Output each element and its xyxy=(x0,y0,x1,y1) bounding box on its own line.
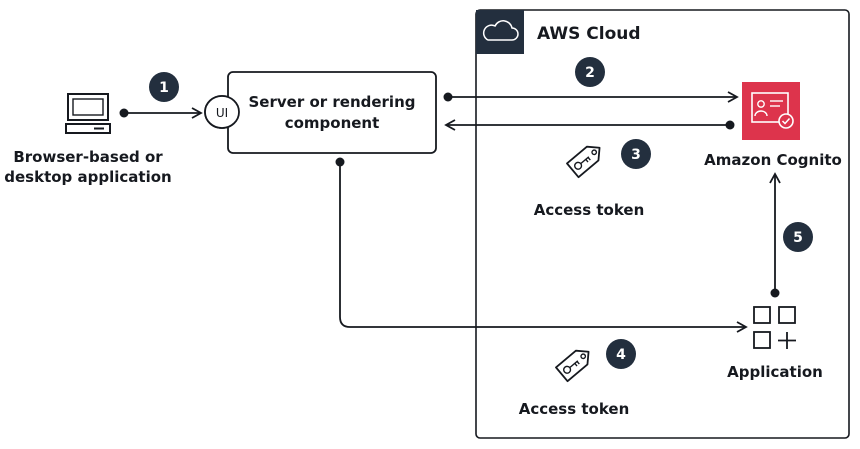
access-token-1-label: Access token xyxy=(534,201,645,219)
server-label-line-2: component xyxy=(285,114,380,132)
server-label-line-1: Server or rendering xyxy=(249,93,416,111)
ui-port-label-top: UI xyxy=(216,106,228,120)
step-badge-4: 4 xyxy=(606,339,636,369)
tag-key-icon xyxy=(566,145,601,179)
desktop-computer-icon xyxy=(65,93,111,134)
cognito-label: Amazon Cognito xyxy=(704,151,842,169)
step-badge-2-label: 2 xyxy=(585,65,595,81)
aws-cloud-group: AWS Cloud xyxy=(475,9,850,439)
application-grid-icon xyxy=(753,306,796,349)
step-badge-1: 1 xyxy=(149,72,179,102)
client-label-line-2: desktop application xyxy=(4,168,171,186)
step-badge-1-label: 1 xyxy=(159,80,169,96)
step-badge-2: 2 xyxy=(575,57,605,87)
aws-cloud-border xyxy=(475,9,850,439)
application: Application xyxy=(727,306,823,381)
step-badge-4-label: 4 xyxy=(616,347,626,363)
cloud-icon xyxy=(476,10,524,54)
server-box xyxy=(227,71,437,154)
client-label-line-1: Browser-based or xyxy=(13,148,163,166)
step-badge-5: 5 xyxy=(783,222,813,252)
access-token-2: Access token xyxy=(519,349,630,418)
aws-cloud-title: AWS Cloud xyxy=(537,24,641,44)
amazon-cognito: Amazon Cognito xyxy=(704,82,842,169)
step-badge-3-label: 3 xyxy=(631,147,641,163)
client-application: Browser-based or desktop application xyxy=(4,93,172,186)
ui-port-circle xyxy=(204,95,240,129)
tag-key-icon xyxy=(555,349,590,383)
step-badge-3: 3 xyxy=(621,139,651,169)
step-badge-5-label: 5 xyxy=(793,230,803,246)
cognito-icon xyxy=(742,82,800,140)
server-component: Server or rendering component xyxy=(227,71,437,154)
access-token-1: Access token xyxy=(534,145,645,219)
application-label: Application xyxy=(727,363,823,381)
access-token-2-label: Access token xyxy=(519,400,630,418)
connector-4-arrow xyxy=(339,162,748,333)
